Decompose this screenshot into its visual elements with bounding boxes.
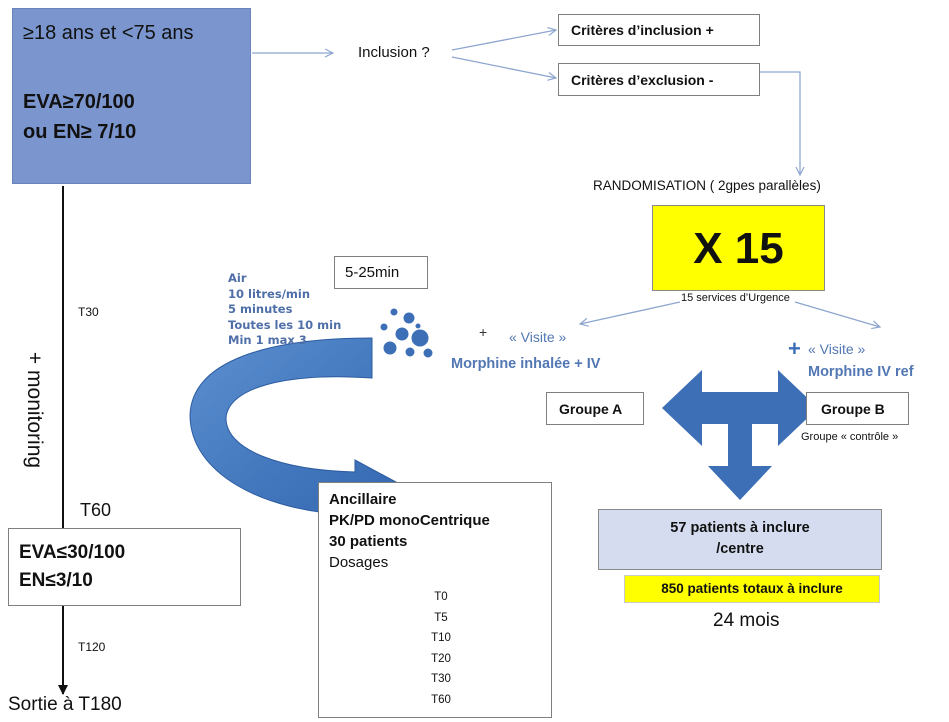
dosage-time: T5	[434, 611, 448, 624]
age-criteria: ≥18 ans et <75 ans	[23, 22, 194, 44]
timeline-t60: T60	[80, 500, 112, 520]
air-protocol-line: Air	[228, 271, 247, 285]
bubbles-icon	[379, 307, 434, 359]
visit-a-marker: +	[479, 324, 488, 340]
inclusion-question: Inclusion ?	[358, 44, 430, 61]
visit-b-label: « Visite »	[808, 341, 866, 357]
randomisation-label: RANDOMISATION ( 2gpes parallèles)	[593, 178, 821, 193]
ancillary-study: PK/PD monoCentrique	[329, 512, 490, 529]
ancillary-study-box: Ancillaire PK/PD monoCentrique 30 patien…	[318, 482, 552, 718]
outcome-en: EN≤3/10	[19, 570, 93, 591]
visit-b-treatment: Morphine IV ref	[808, 364, 914, 380]
eva-threshold: EVA≥70/100	[23, 91, 135, 113]
air-protocol-line: 5 minutes	[228, 302, 293, 316]
control-group-label: Groupe « contrôle »	[801, 431, 899, 443]
outcome-eva: EVA≤30/100	[19, 542, 126, 563]
ancillary-patients: 30 patients	[329, 533, 408, 550]
ancillary-title: Ancillaire	[329, 491, 397, 508]
air-protocol: Air 10 litres/min 5 minutes Toutes les 1…	[228, 271, 341, 349]
arrow-to-exclusion-criteria	[451, 56, 556, 78]
arrow-to-randomisation	[760, 71, 800, 175]
dosage-time: T30	[431, 673, 451, 685]
air-protocol-line: Min 1 max 3	[228, 333, 307, 347]
group-a-box: Groupe A	[546, 392, 644, 425]
dosage-time: T10	[431, 632, 451, 644]
patients-per-center-line: 57 patients à inclure	[670, 520, 810, 536]
patients-per-center-line: /centre	[716, 541, 764, 557]
arrow-to-visit-b	[794, 301, 880, 327]
time-window-box: 5-25min	[334, 256, 428, 289]
dosage-time: T60	[431, 693, 451, 706]
air-protocol-line: Toutes les 10 min	[228, 317, 342, 332]
timeline-t30: T30	[78, 305, 99, 319]
arrow-to-visit-a	[580, 301, 681, 324]
duration-label: 24 mois	[713, 610, 780, 631]
dosage-times: T0 T5 T10 T20 T30 T60	[319, 587, 553, 710]
inclusion-criteria-box: Critères d’inclusion +	[558, 14, 760, 46]
multiplier-box: X 15	[652, 205, 825, 291]
group-b-box: Groupe B	[806, 392, 909, 425]
total-patients-box: 850 patients totaux à inclure	[624, 575, 880, 603]
exit-label: Sortie à T180	[8, 694, 122, 715]
outcome-criteria-box: EVA≤30/100 EN≤3/10	[8, 528, 241, 606]
en-threshold: ou EN≥ 7/10	[23, 121, 137, 143]
exclusion-criteria-box: Critères d’exclusion -	[558, 63, 760, 96]
visit-a-label: « Visite »	[509, 329, 567, 345]
ancillary-dosages: Dosages	[329, 554, 389, 571]
monitoring-label: + monitoring	[23, 351, 46, 469]
visit-a-treatment: Morphine inhalée + IV	[451, 356, 601, 372]
four-way-arrow	[662, 370, 818, 500]
dosage-time: T0	[434, 591, 448, 603]
dosage-time: T20	[431, 652, 451, 665]
age-pain-criteria-box: ≥18 ans et <75 ans EVA≥70/100 ou EN≥ 7/1…	[12, 8, 251, 184]
timeline-t120: T120	[78, 640, 106, 654]
arrow-to-inclusion-criteria	[451, 30, 556, 51]
services-label: 15 services d’Urgence	[681, 292, 790, 304]
patients-per-center-box: 57 patients à inclure /centre	[598, 509, 882, 570]
air-protocol-line: 10 litres/min	[228, 286, 311, 301]
visit-b-marker: +	[788, 336, 801, 361]
